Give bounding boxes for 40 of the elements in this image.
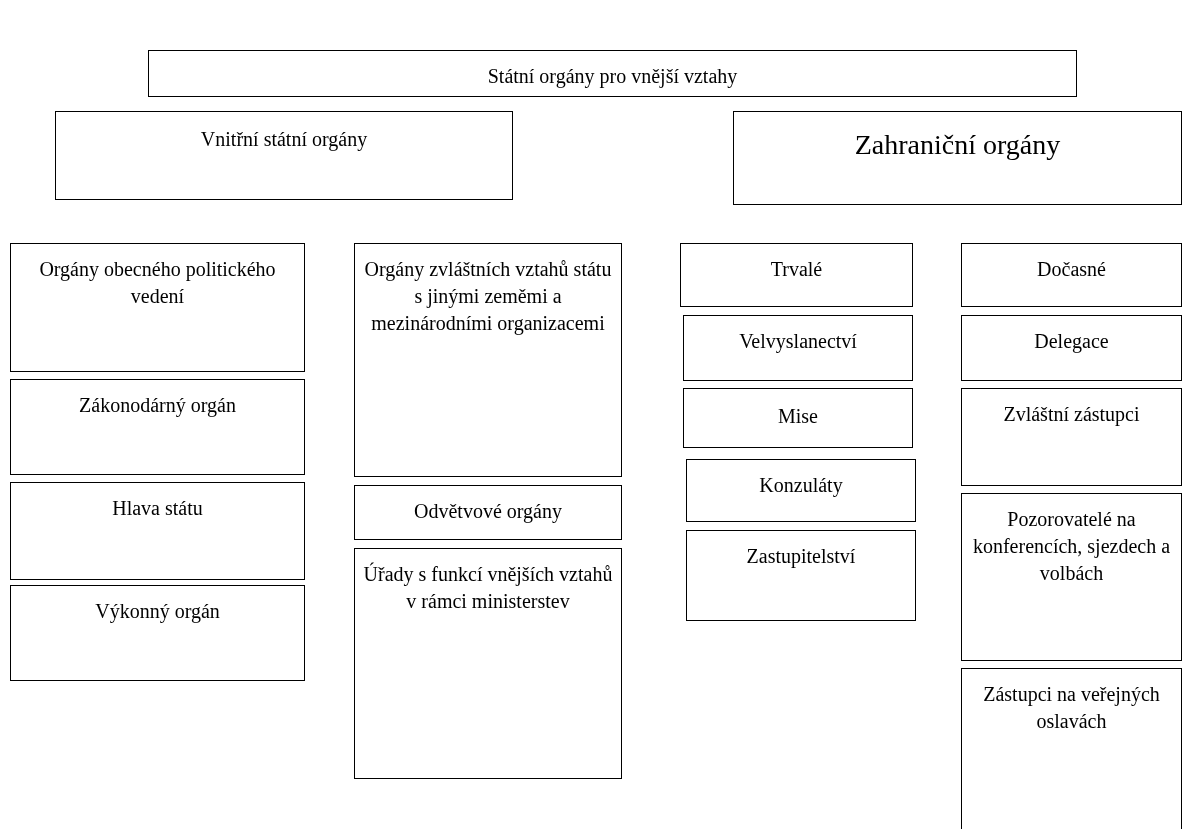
org-box xyxy=(961,493,1182,661)
box-label: Výkonný orgán xyxy=(94,599,221,625)
box-label: Orgány zvláštních vztahů státu s jinými zeměmi a mezinárodními organizacemi xyxy=(363,257,613,337)
box-label: Orgány obecného politického vedení xyxy=(38,257,277,309)
org-box xyxy=(683,388,913,448)
org-box xyxy=(683,315,913,381)
box-label: Zástupci na veřejných oslavách xyxy=(982,682,1161,734)
box-label: Hlava státu xyxy=(111,496,204,521)
box-label: Státní orgány pro vnější vztahy xyxy=(486,64,739,90)
box-label: Vnitřní státní orgány xyxy=(199,127,369,153)
box-label: Delegace xyxy=(1033,329,1110,355)
title-box xyxy=(148,50,1077,97)
box-label: Zastupitelství xyxy=(745,544,857,570)
box-label: Mise xyxy=(777,404,819,429)
subcategory-box xyxy=(961,243,1182,307)
box-label: Trvalé xyxy=(769,257,824,282)
org-box xyxy=(961,668,1182,829)
box-label: Zahraniční orgány xyxy=(853,128,1062,162)
org-box xyxy=(961,388,1182,486)
box-label: Zákonodárný orgán xyxy=(78,393,237,419)
org-box xyxy=(10,243,305,372)
box-label: Dočasné xyxy=(1036,257,1107,282)
org-box xyxy=(354,243,622,477)
org-box xyxy=(686,530,916,621)
category-box xyxy=(55,111,513,200)
box-label: Odvětvové orgány xyxy=(413,499,563,525)
org-box xyxy=(354,548,622,779)
box-label: Pozorovatelé na konferencích, sjezdech a volbách xyxy=(971,507,1172,586)
org-box xyxy=(686,459,916,522)
org-box xyxy=(961,315,1182,381)
org-box xyxy=(10,482,305,580)
org-box xyxy=(10,379,305,475)
org-box xyxy=(354,485,622,540)
box-label: Zvláštní zástupci xyxy=(1002,402,1141,428)
box-label: Konzuláty xyxy=(758,473,844,499)
org-box xyxy=(10,585,305,681)
box-label: Úřady s funkcí vnějších vztahů v rámci ministerstev xyxy=(362,561,614,614)
subcategory-box xyxy=(680,243,913,307)
box-label: Velvyslanectví xyxy=(738,329,858,355)
category-box xyxy=(733,111,1182,205)
